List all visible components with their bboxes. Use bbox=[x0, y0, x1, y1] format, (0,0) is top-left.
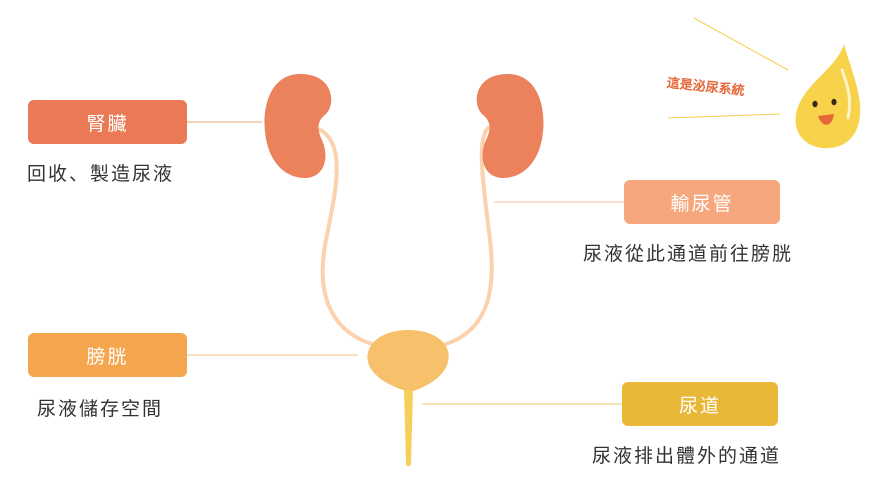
bladder-description: 尿液儲存空間 bbox=[37, 398, 164, 420]
urethra bbox=[404, 390, 413, 467]
right-ureter bbox=[444, 126, 494, 346]
droplet-mascot-icon bbox=[795, 44, 861, 149]
left-kidney bbox=[264, 74, 332, 178]
kidney-label: 腎臟 bbox=[28, 100, 187, 144]
ureter-label-text: 輸尿管 bbox=[670, 192, 734, 215]
urethra-description: 尿液排出體外的通道 bbox=[592, 445, 782, 467]
urethra-label-text: 尿道 bbox=[678, 394, 721, 417]
bladder bbox=[367, 330, 449, 392]
mascot-ray-top bbox=[693, 17, 789, 71]
kidney-label-text: 腎臟 bbox=[86, 112, 129, 135]
mascot-ray-bottom bbox=[667, 113, 781, 119]
urethra-label: 尿道 bbox=[622, 382, 778, 426]
kidney-description: 回收、製造尿液 bbox=[27, 163, 175, 185]
right-kidney bbox=[476, 74, 544, 178]
ureter-label: 輸尿管 bbox=[624, 180, 780, 224]
left-ureter bbox=[314, 126, 374, 346]
bladder-label: 膀胱 bbox=[28, 333, 187, 377]
ureter-description: 尿液從此通道前往膀胱 bbox=[583, 243, 794, 265]
bladder-label-text: 膀胱 bbox=[86, 345, 129, 368]
